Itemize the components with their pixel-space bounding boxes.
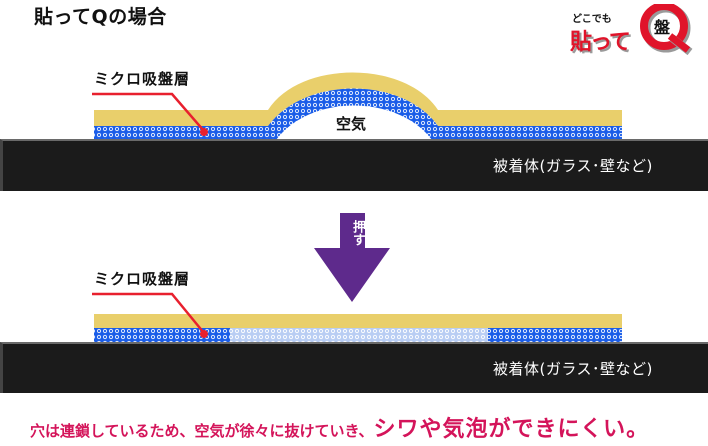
bottom-substrate-label: 被着体(ガラス･壁など) (493, 360, 653, 378)
top-leader-line (92, 92, 205, 132)
press-arrow-icon (314, 213, 390, 302)
bottom-substrate: 被着体(ガラス･壁など) (0, 342, 708, 393)
page-title: 貼ってQの場合 (34, 6, 167, 28)
top-substrate-label: 被着体(ガラス･壁など) (493, 157, 653, 175)
top-leader-dot (200, 128, 208, 136)
bottom-layer-label: ミクロ吸盤層 (94, 270, 191, 288)
caption: 穴は連鎖しているため、空気が徐々に抜けていき、シワや気泡ができにくい。 (30, 411, 649, 443)
top-film-layer (94, 72, 622, 126)
logo: どこでも 貼って 盤 (568, 2, 694, 56)
caption-part1: 穴は連鎖しているため、空気が徐々に抜けていき、 (30, 422, 374, 440)
logo-small-text: どこでも (572, 14, 612, 25)
logo-badge-kanji: 盤 (654, 18, 671, 37)
top-substrate: 被着体(ガラス･壁など) (0, 139, 708, 191)
top-layers-graphic (92, 72, 622, 140)
caption-part2: シワや気泡ができにくい。 (373, 417, 650, 442)
bottom-suction-released-zone (230, 328, 488, 343)
top-suction-layer (94, 88, 622, 140)
bottom-layers-graphic (92, 292, 622, 343)
press-label: 押す (350, 220, 365, 246)
logo-graphic (640, 2, 693, 56)
air-pocket-label: 空気 (336, 115, 367, 133)
top-layer-label: ミクロ吸盤層 (94, 70, 191, 88)
bottom-leader-dot (200, 330, 208, 338)
bottom-leader-line (92, 292, 205, 334)
logo-main-text: 貼って (570, 30, 631, 55)
bottom-film-layer (94, 314, 622, 328)
